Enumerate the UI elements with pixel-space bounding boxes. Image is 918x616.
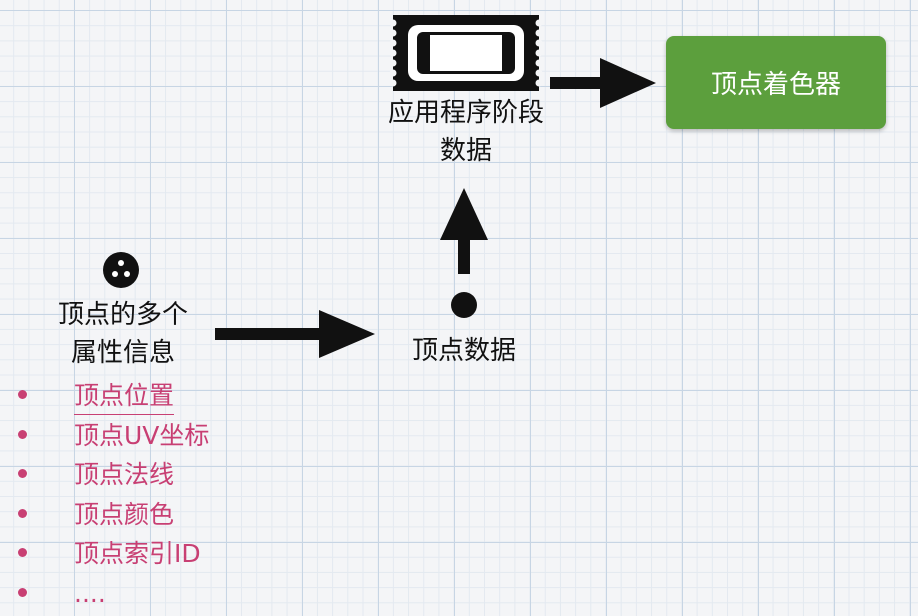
list-item-text: 顶点索引ID [74,539,201,568]
arrow-right-to-vertex-data [215,310,375,358]
list-item-text: 顶点颜色 [74,499,175,529]
vertex-attribute-list: 顶点位置 顶点UV坐标 顶点法线 顶点颜色 顶点索引ID .... [18,378,278,615]
bullet-icon [18,429,27,439]
app-stage-label: 应用程序阶段 数据 [354,94,578,170]
list-item: 顶点位置 [18,378,278,418]
vertex-data-label: 顶点数据 [411,336,516,366]
list-item: 顶点颜色 [18,497,278,537]
list-item: 顶点索引ID [18,536,278,576]
list-item-text: 顶点UV坐标 [74,420,210,450]
arrow-right-to-vertex-shader [550,58,656,108]
arrow-up-to-app-stage [440,188,488,274]
vertex-attributes-label-line2: 属性信息 [70,338,175,368]
vertex-data-dot-icon [451,292,477,318]
bullet-icon [18,390,27,399]
bullet-icon [18,548,27,557]
app-stage-label-line1: 应用程序阶段 [387,98,544,128]
ticket-icon [389,15,543,91]
vertex-attributes-label: 顶点的多个 属性信息 [30,296,216,372]
list-item-text: 顶点位置 [74,378,175,415]
list-item: .... [18,576,278,616]
bullet-icon [18,508,27,518]
bullet-icon [18,469,27,478]
vertex-shader-box: 顶点着色器 [666,36,886,129]
list-item: 顶点UV坐标 [18,418,278,458]
vertex-shader-label: 顶点着色器 [710,70,841,100]
list-item-text: .... [74,578,106,608]
bullet-icon [18,587,27,597]
app-stage-label-line2: 数据 [439,136,492,166]
list-item: 顶点法线 [18,457,278,497]
vertex-attributes-label-line1: 顶点的多个 [57,300,188,330]
vertex-attributes-icon [103,252,139,288]
list-item-text: 顶点法线 [74,460,175,489]
